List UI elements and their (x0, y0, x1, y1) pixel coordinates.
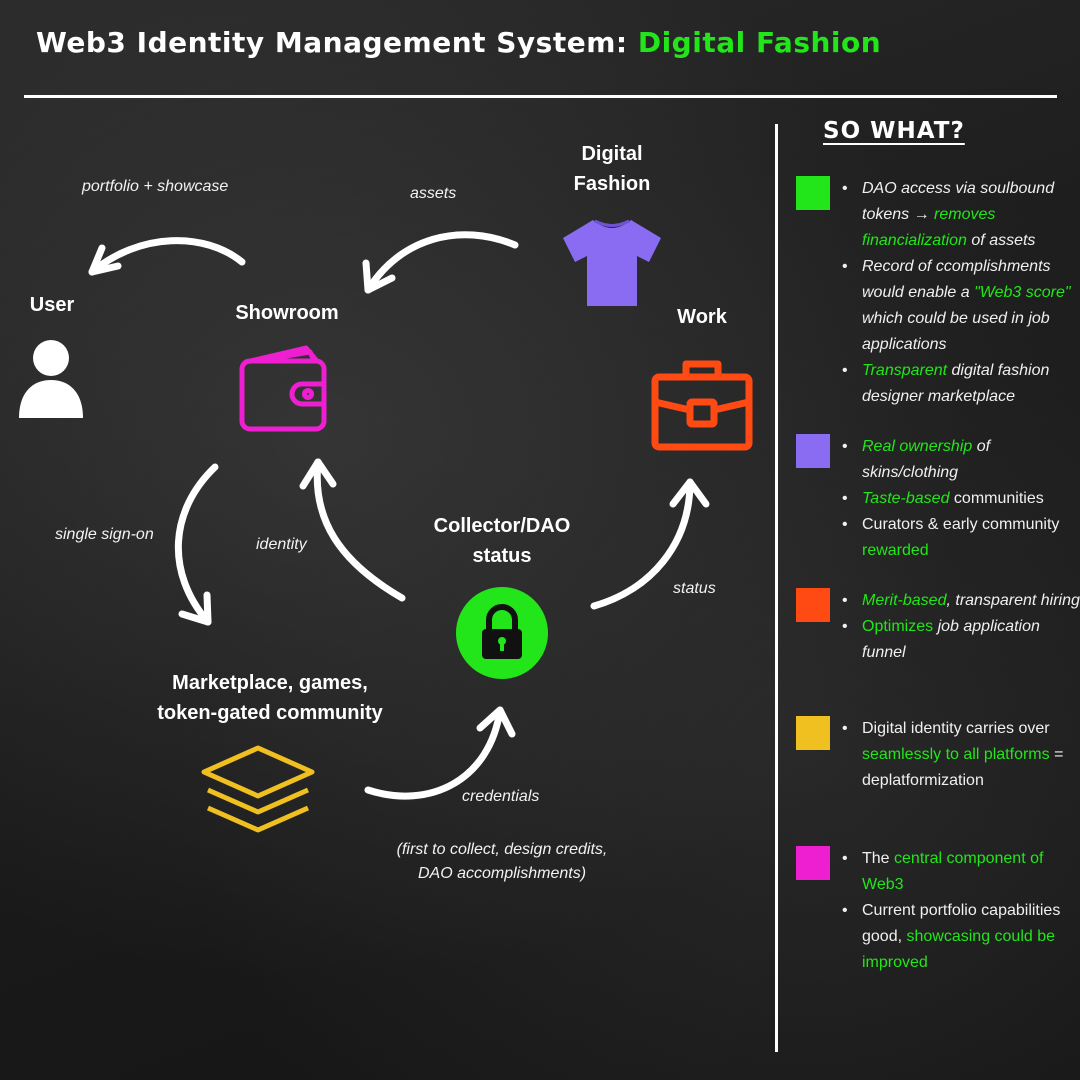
bullet-text: Record of ccomplishments would enable a (862, 258, 1051, 301)
title-accent: Digital Fashion (637, 26, 882, 59)
list-item: Transparent digital fashion designer mar… (842, 358, 1080, 410)
list-item: Taste-based communities (842, 486, 1080, 512)
list-item: The central component of Web3 (842, 846, 1080, 898)
node-label-marketplace: Marketplace, games, token-gated communit… (157, 672, 383, 724)
node-label-user: User (29, 294, 75, 316)
arrow-showroom-to-user (88, 237, 246, 276)
title-main: Web3 Identity Management System: (36, 26, 638, 59)
bullet-text: digital fashion designer marketplace (862, 362, 1050, 405)
edge-label-identity: identity (256, 536, 307, 553)
list-item: Curators & early community rewarded (842, 512, 1080, 564)
highlight-text: Real ownership (862, 438, 973, 455)
swatch-green (796, 176, 830, 210)
highlight-text: Merit-based (862, 592, 947, 609)
bullet-text: Curators & early community (862, 516, 1060, 533)
list-item: Optimizes job application funnel (842, 614, 1080, 666)
arrow-credentials (364, 706, 504, 800)
highlight-text: central component of Web3 (862, 850, 1044, 893)
highlight-text: rewarded (862, 542, 929, 559)
bullet-text: communities (949, 490, 1044, 507)
edge-label-assets: assets (410, 185, 457, 202)
bullet-list: Digital identity carries over seamlessly… (796, 716, 1080, 794)
bullet-list: Real ownership of skins/clothingTaste-ba… (796, 434, 1080, 564)
bullet-text: = deplatformization (862, 746, 1064, 789)
list-item: Real ownership of skins/clothing (842, 434, 1080, 486)
tshirt-icon (563, 219, 661, 306)
sidebar-divider (775, 124, 778, 1052)
arrowhead-fashion-to-showroom (362, 259, 396, 294)
sidebar-heading: SO WHAT? (823, 118, 965, 144)
bullet-text: The (862, 850, 895, 867)
arrowhead-status (669, 478, 710, 508)
sidebar-group-orange: Merit-based, transparent hiringOptimizes… (796, 588, 1080, 666)
edge-label-status: status (673, 580, 716, 597)
swatch-orange (796, 588, 830, 622)
bullet-text: which could be used in job applications (862, 310, 1050, 353)
swatch-magenta (796, 846, 830, 880)
bullet-text: , transparent hiring (946, 592, 1080, 609)
sidebar-group-green: DAO access via soulbound tokens → remove… (796, 176, 1080, 410)
list-item: Record of ccomplishments would enable a … (842, 254, 1080, 358)
arrow-identity (313, 458, 406, 602)
bullet-text: job application funnel (862, 618, 1040, 661)
node-label-digital-fashion: Digital Fashion (573, 143, 651, 195)
sidebar-group-yellow: Digital identity carries over seamlessly… (796, 716, 1080, 794)
bullet-list: Merit-based, transparent hiringOptimizes… (796, 588, 1080, 666)
node-label-showroom: Showroom (235, 302, 339, 324)
header-divider (24, 95, 1057, 98)
bullet-text: DAO access via soulbound tokens → (862, 180, 1055, 223)
arrowhead-showroom-to-user (88, 244, 122, 276)
edge-label-credentials: credentials (462, 788, 540, 805)
list-item: Current portfolio capabilities good, sho… (842, 898, 1080, 976)
arrowhead-identity (299, 458, 337, 490)
user-icon (19, 340, 83, 418)
wallet-icon (239, 345, 327, 432)
highlight-text: Optimizes (862, 618, 934, 635)
highlight-text: removes financialization (862, 206, 996, 249)
bullet-text: of skins/clothing (862, 438, 991, 481)
highlight-text: showcasing could be improved (862, 928, 1056, 971)
highlight-text: seamlessly to all platforms (862, 746, 1050, 763)
sidebar-group-purple: Real ownership of skins/clothingTaste-ba… (796, 434, 1080, 564)
page-title: Web3 Identity Management System: Digital… (36, 26, 881, 59)
arrow-sso (175, 463, 219, 626)
highlight-text: Transparent (862, 362, 948, 379)
list-item: DAO access via soulbound tokens → remove… (842, 176, 1080, 254)
bullet-list: The central component of Web3Current por… (796, 846, 1080, 976)
bullet-text: Current portfolio capabilities good, (862, 902, 1061, 945)
highlight-text: "Web3 score" (974, 284, 1071, 301)
arrow-fashion-to-showroom (364, 231, 519, 294)
edge-label-credentials-note: (first to collect, design credits, DAO a… (396, 841, 608, 882)
edge-label-portfolio: portfolio + showcase (82, 178, 229, 195)
node-label-collector: Collector/DAO status (433, 515, 571, 567)
arrowhead-credentials (476, 706, 516, 738)
highlight-text: Taste-based (862, 490, 950, 507)
arrowhead-sso (178, 591, 212, 626)
bullet-text: of assets (966, 232, 1036, 249)
edge-label-sso: single sign-on (55, 526, 154, 543)
list-item: Digital identity carries over seamlessly… (842, 716, 1080, 794)
node-label-work: Work (677, 306, 727, 328)
bullet-list: DAO access via soulbound tokens → remove… (796, 176, 1080, 410)
lock-icon (456, 587, 548, 679)
sidebar-group-magenta: The central component of Web3Current por… (796, 846, 1080, 976)
swatch-yellow (796, 716, 830, 750)
list-item: Merit-based, transparent hiring (842, 588, 1080, 614)
bullet-text: Digital identity carries over (862, 720, 1050, 737)
layers-icon (201, 745, 315, 833)
arrow-status (590, 478, 694, 610)
swatch-purple (796, 434, 830, 468)
briefcase-icon (651, 360, 753, 451)
